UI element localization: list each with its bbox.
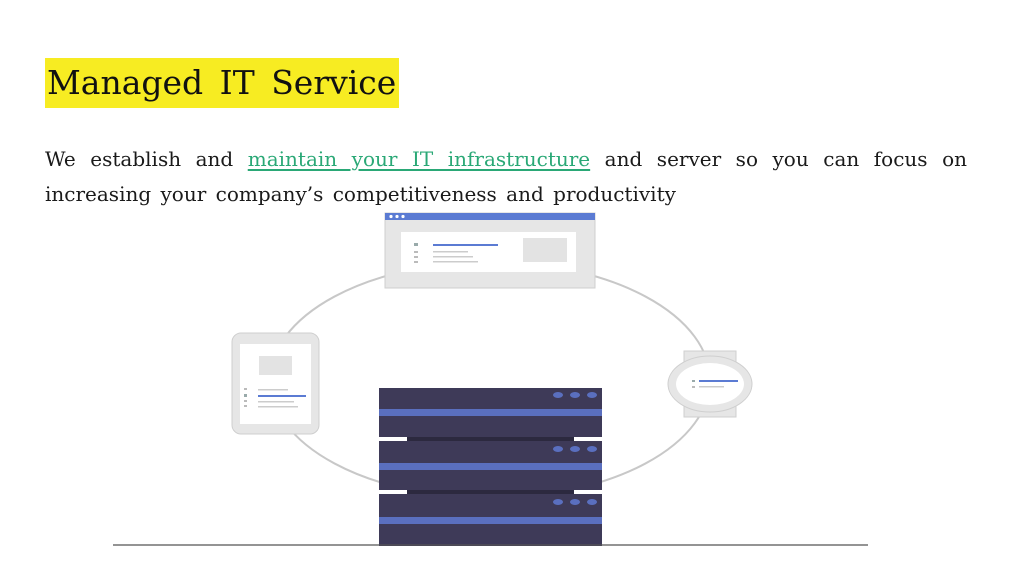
- infrastructure-link[interactable]: maintain your IT infrastructure: [247, 147, 591, 171]
- description-text-end: and server so you can focus on increasin…: [45, 147, 967, 206]
- description-text-start: We establish and: [45, 147, 248, 171]
- smartwatch-device-icon: [667, 350, 753, 418]
- tablet-device-icon: [231, 332, 320, 435]
- server-rack-icon: [379, 388, 602, 546]
- slide-title: Managed IT Service: [45, 58, 400, 108]
- browser-window-icon: [384, 212, 596, 289]
- description-paragraph: We establish and maintain your IT infras…: [45, 142, 967, 212]
